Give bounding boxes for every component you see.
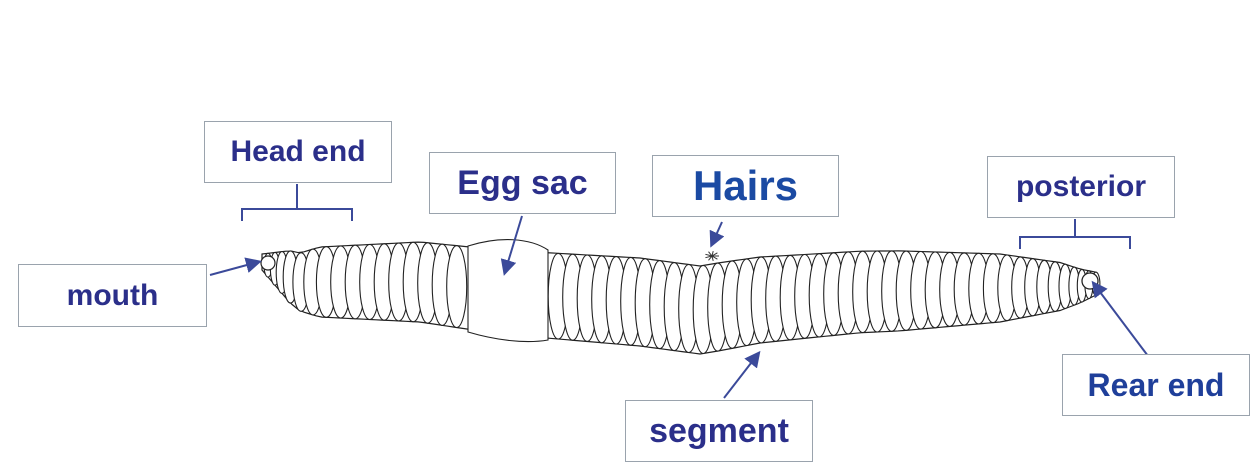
head-end-bracket xyxy=(242,184,352,221)
posterior-text: posterior xyxy=(1016,170,1146,204)
segment-label: segment xyxy=(625,400,813,462)
hairs-pointer xyxy=(712,222,722,244)
mouth-pointer xyxy=(210,262,258,275)
worm-segments xyxy=(261,240,1100,354)
posterior-label: posterior xyxy=(987,156,1175,218)
mouth-tip xyxy=(261,256,275,270)
mouth-text: mouth xyxy=(67,279,159,313)
egg-sac-label: Egg sac xyxy=(429,152,616,214)
rear-end-label: Rear end xyxy=(1062,354,1250,416)
segment-text: segment xyxy=(649,412,789,451)
segment-pointer xyxy=(724,354,758,398)
head-end-label: Head end xyxy=(204,121,392,183)
posterior-bracket xyxy=(1020,219,1130,249)
rear-end-pointer xyxy=(1094,284,1148,356)
rear-end-text: Rear end xyxy=(1088,367,1225,404)
hairs-label: Hairs xyxy=(652,155,839,217)
egg-sac-text: Egg sac xyxy=(457,164,587,203)
hair-bristles xyxy=(705,251,719,261)
hairs-text: Hairs xyxy=(693,162,798,210)
mouth-label: mouth xyxy=(18,264,207,327)
egg-sac-band xyxy=(468,240,548,342)
worm-segment-ring xyxy=(447,246,467,328)
head-end-text: Head end xyxy=(230,135,365,169)
